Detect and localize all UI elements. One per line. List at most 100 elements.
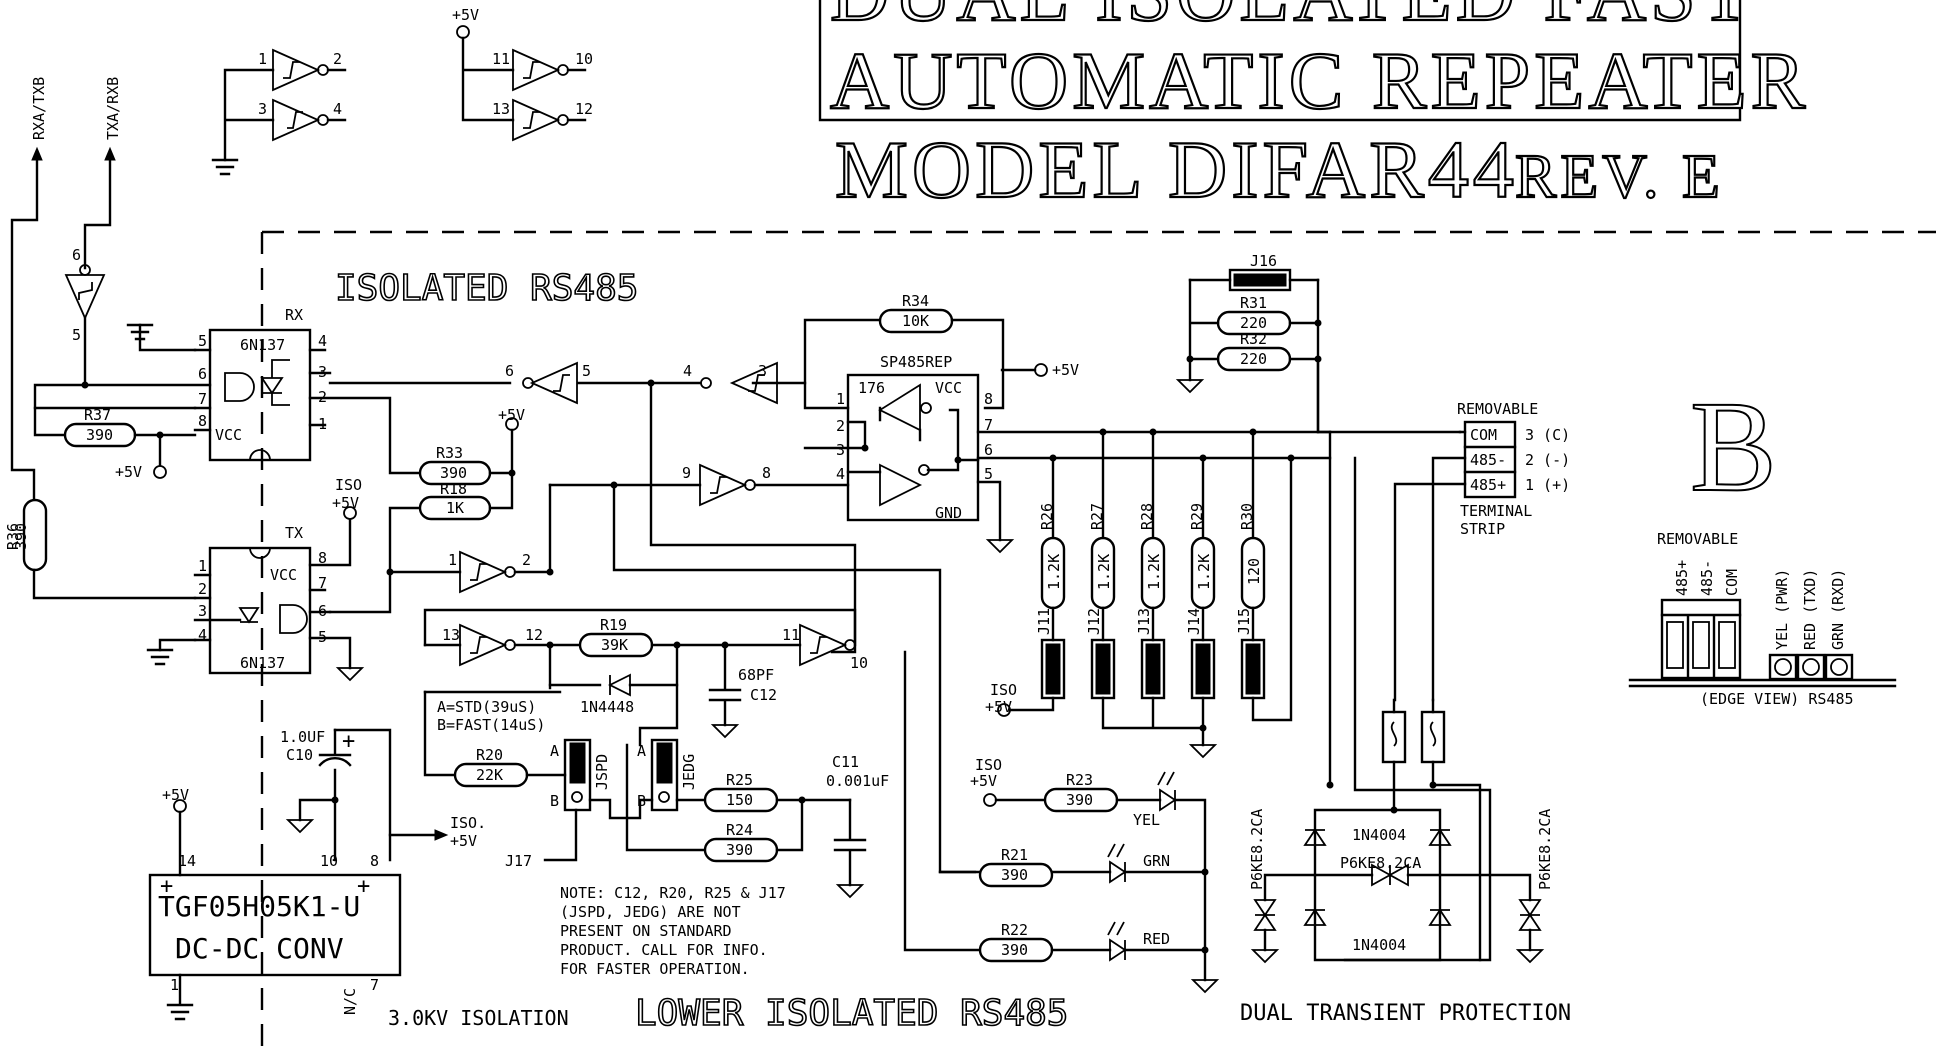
led-red-label: RED bbox=[1143, 930, 1170, 948]
r18-value: 1K bbox=[446, 499, 464, 517]
note-block: NOTE: C12, R20, R25 & J17 (JSPD, JEDG) A… bbox=[560, 884, 786, 978]
section-isolated-rs485: ISOLATED RS485 bbox=[335, 268, 638, 309]
c11-value: 0.001uF bbox=[826, 772, 889, 790]
tx-pin2: 2 bbox=[198, 580, 207, 598]
tvs-right: P6KE8.2CA bbox=[1536, 809, 1554, 890]
revision-label: REV. E bbox=[1515, 143, 1724, 211]
g3-pin8: 8 bbox=[762, 464, 771, 482]
dcdc-iso-p5v: +5V bbox=[450, 832, 477, 850]
d-1n4448: 1N4448 bbox=[580, 698, 634, 716]
note-jumper-a: A=STD(39uS) bbox=[437, 698, 536, 716]
title-line-2: AUTOMATIC REPEATER bbox=[830, 35, 1809, 126]
term-3c: 3 (C) bbox=[1525, 426, 1570, 444]
g6-pin10: 10 bbox=[850, 654, 868, 672]
j13-label: J13 bbox=[1135, 608, 1153, 635]
r29-ref: R29 bbox=[1188, 503, 1206, 530]
tx-pin7: 7 bbox=[318, 574, 327, 592]
g2-pin3: 3 bbox=[758, 362, 767, 380]
j17-label: J17 bbox=[505, 852, 532, 870]
sp485-part: SP485REP bbox=[880, 353, 952, 371]
fast-timing-path: 13 12 39K R19 11 10 68PF C12 1N4448 A=ST… bbox=[423, 608, 868, 788]
r27-value: 1.2K bbox=[1095, 554, 1113, 590]
rx-pin7: 7 bbox=[198, 390, 207, 408]
terminal-strip: REMOVABLE COM 485- 485+ 3 (C) 2 (-) 1 (+… bbox=[1328, 400, 1570, 962]
r25-r24-c11: 150 R25 390 R24 C11 0.001uF bbox=[703, 753, 889, 899]
rect-bottom: 1N4004 bbox=[1352, 936, 1406, 954]
pin-11-label: 11 bbox=[492, 50, 510, 68]
dcdc-converter: 1.0UF C10 + ISO. +5V TGF05H05K1-U DC-DC … bbox=[148, 728, 486, 1021]
rx-ref: RX bbox=[285, 306, 303, 324]
led-yel-label: YEL bbox=[1133, 811, 1160, 829]
edge-led-yel: YEL (PWR) bbox=[1773, 569, 1791, 650]
r33-p5v: +5V bbox=[498, 406, 525, 424]
terminal-removable: REMOVABLE bbox=[1457, 400, 1538, 418]
txa-rxb-label: TXA/RXB bbox=[104, 77, 122, 140]
edge-com: COM bbox=[1723, 569, 1741, 596]
jspd-label: JSPD bbox=[593, 754, 611, 790]
r33-value: 390 bbox=[440, 464, 467, 482]
inv-pin-6: 6 bbox=[72, 246, 81, 264]
g1-pin5: 5 bbox=[582, 362, 591, 380]
r34: 10K R34 +5V bbox=[878, 292, 1079, 410]
optocoupler-rx: RX 6N137 VCC 5 6 7 8 390 R37 +5V 4 3 2 1 bbox=[33, 306, 512, 481]
g4-pin2: 2 bbox=[522, 551, 531, 569]
c10-ref: C10 bbox=[286, 746, 313, 764]
r24-value: 390 bbox=[726, 841, 753, 859]
r25-value: 150 bbox=[726, 791, 753, 809]
r20-ref: R20 bbox=[476, 746, 503, 764]
spare-gates-left: 1 2 3 4 bbox=[211, 48, 347, 176]
sp-pin8: 8 bbox=[984, 390, 993, 408]
pin-13-label: 13 bbox=[492, 100, 510, 118]
sp-pin7: 7 bbox=[984, 416, 993, 434]
spare-gates-right: +5V 11 10 13 12 bbox=[452, 6, 593, 142]
tx-ref: TX bbox=[285, 524, 303, 542]
note-line-4: PRODUCT. CALL FOR INFO. bbox=[560, 941, 768, 959]
led-grn-label: GRN bbox=[1143, 852, 1170, 870]
term-com: COM bbox=[1470, 426, 1497, 444]
dcdc-iso: ISO. bbox=[450, 814, 486, 832]
board-letter: B bbox=[1690, 375, 1777, 519]
note-line-3: PRESENT ON STANDARD bbox=[560, 922, 732, 940]
r29-value: 1.2K bbox=[1195, 554, 1213, 590]
dcdc-p5v: +5V bbox=[162, 786, 189, 804]
j11-label: J11 bbox=[1035, 608, 1053, 635]
r33-r18: 390 R33 1K R18 +5V bbox=[418, 406, 525, 521]
pin-12-label: 12 bbox=[575, 100, 593, 118]
rx-pin3: 3 bbox=[318, 363, 327, 381]
rx-pin8: 8 bbox=[198, 412, 207, 430]
title-line-1: DUAL ISOLATED FAST bbox=[830, 0, 1754, 38]
net-iso-p5v: +5V bbox=[985, 698, 1012, 716]
pin-4-label: 4 bbox=[333, 100, 342, 118]
r19-value: 39K bbox=[601, 636, 628, 654]
pin-3-label: 3 bbox=[258, 100, 267, 118]
r18-ref: R18 bbox=[440, 480, 467, 498]
tx-pin8: 8 bbox=[318, 549, 327, 567]
section-lower-rs485: LOWER ISOLATED RS485 bbox=[635, 993, 1068, 1034]
left-signal-lines: RXA/TXB TXA/RXB 390 R36 6 5 bbox=[4, 77, 197, 600]
dcdc-pin8: 8 bbox=[370, 852, 379, 870]
r22-value: 390 bbox=[1001, 941, 1028, 959]
r36-value: 390 bbox=[12, 523, 30, 550]
isolation-rating: 3.0KV ISOLATION bbox=[388, 1006, 569, 1030]
pin-2-label: 2 bbox=[333, 50, 342, 68]
title-block: DUAL ISOLATED FAST AUTOMATIC REPEATER MO… bbox=[818, 0, 1809, 216]
rx-pin6: 6 bbox=[198, 365, 207, 383]
sp485-176: 176 bbox=[858, 379, 885, 397]
r37-ref: R37 bbox=[84, 406, 111, 424]
p5v-label-top: +5V bbox=[452, 6, 479, 24]
j12-label: J12 bbox=[1085, 608, 1103, 635]
edge-led-red: RED (TXD) bbox=[1801, 569, 1819, 650]
jedg-label: JEDG bbox=[680, 754, 698, 790]
j16-label: J16 bbox=[1250, 252, 1277, 270]
jedg-a: A bbox=[637, 742, 646, 760]
tx-pin5: 5 bbox=[318, 628, 327, 646]
j14-label: J14 bbox=[1185, 608, 1203, 635]
r26-ref: R26 bbox=[1038, 503, 1056, 530]
r31-value: 220 bbox=[1240, 314, 1267, 332]
rx-path-gates: 6 5 4 3 bbox=[505, 318, 882, 654]
r21-ref: R21 bbox=[1001, 846, 1028, 864]
g4-pin1: 1 bbox=[448, 551, 457, 569]
led-iso-p5v: +5V bbox=[970, 772, 997, 790]
edge-removable: REMOVABLE bbox=[1657, 530, 1738, 548]
r31-r32-j16: J16 220 R31 220 R32 bbox=[1175, 252, 1462, 434]
